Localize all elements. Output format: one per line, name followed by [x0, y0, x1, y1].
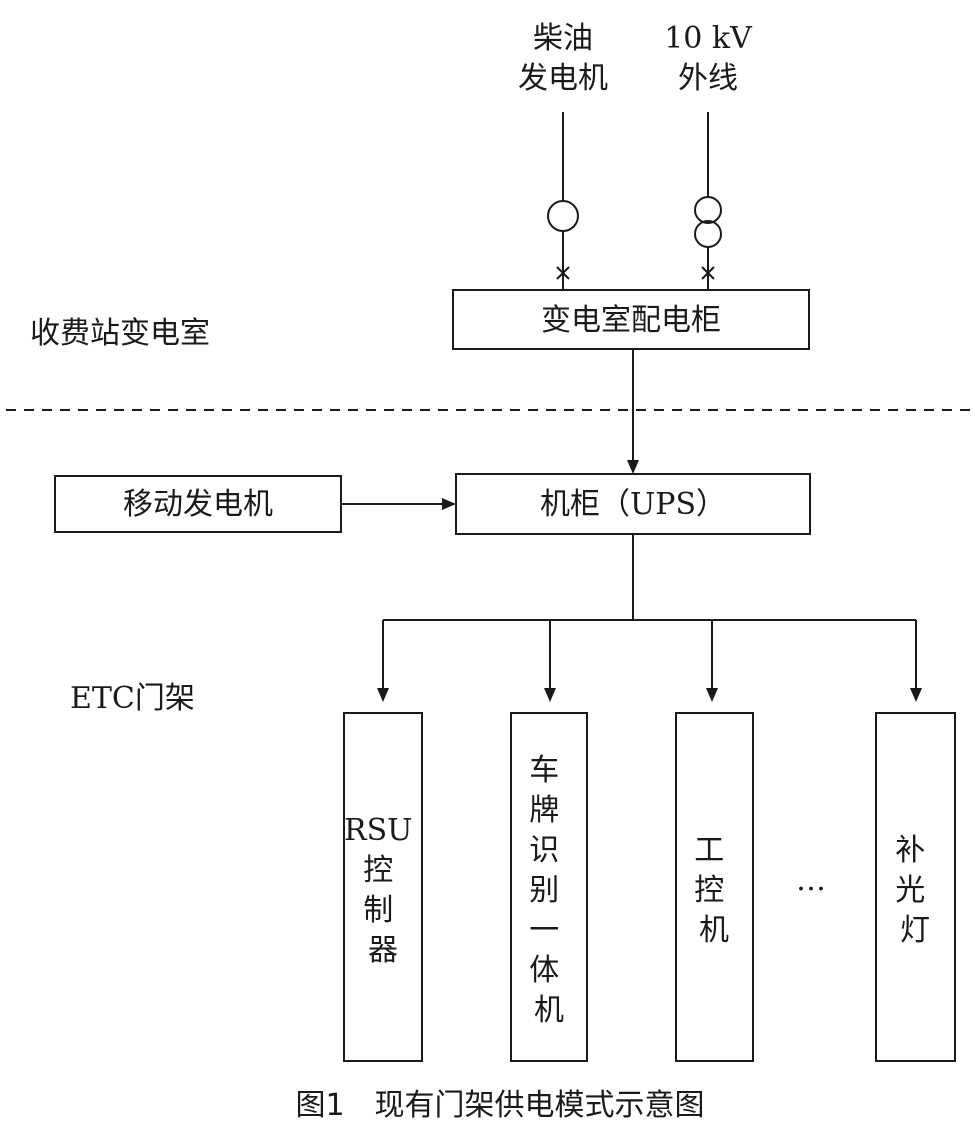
rsu-controller-label: RSU 控 制 器: [344, 813, 422, 968]
etc-gantry-label: ETC门架: [70, 681, 195, 716]
cabinet-to-ups-arrow: [627, 349, 639, 474]
breaker-symbol-right: [701, 266, 715, 280]
distribution-cabinet-label: 变电室配电柜: [541, 303, 721, 338]
fill-light-label-line1: 补: [895, 833, 925, 868]
industrial-pc-label-line2: 控: [694, 873, 724, 908]
arrowhead: [706, 688, 718, 702]
arrowhead: [442, 498, 456, 510]
diesel-generator-feeder: [547, 112, 579, 290]
distribution-bus: [383, 534, 916, 621]
mobile-generator-label: 移动发电机: [123, 487, 273, 522]
external-line-label-line1: 10 kV: [664, 21, 753, 56]
transformer-symbol: [694, 196, 722, 248]
plate-recognition-label-line4: 别: [529, 873, 559, 908]
rsu-controller-box: [343, 712, 423, 1062]
diesel-generator-label-line1: 柴油: [533, 21, 593, 56]
cabinet-ups-label: 机柜（UPS）: [540, 487, 726, 522]
plate-recognition-label: 车 牌 识 别 一 体 机: [529, 753, 569, 1028]
industrial-pc-box: [675, 712, 754, 1062]
industrial-pc-label-line1: 工: [694, 833, 724, 868]
diesel-generator-label-line2: 发电机: [518, 61, 608, 96]
breaker-symbol-left: [556, 266, 570, 280]
fill-light-label-line3: 灯: [900, 913, 930, 948]
rsu-controller-label-line3: 制: [363, 893, 393, 928]
plate-recognition-box: [510, 712, 588, 1062]
fill-light-box: [875, 712, 956, 1062]
branch-arrow-rsu: [377, 620, 389, 702]
industrial-pc-label: 工 控 机: [694, 833, 734, 948]
fill-light-label: 补 光 灯: [895, 833, 935, 948]
plate-recognition-label-line6: 体: [529, 953, 559, 988]
fill-light-label-line2: 光: [895, 873, 925, 908]
substation-room-label: 收费站变电室: [30, 316, 210, 351]
plate-recognition-label-line1: 车: [529, 753, 559, 788]
distribution-cabinet-box: [452, 289, 810, 350]
external-line-label-line2: 外线: [678, 61, 738, 96]
plate-recognition-label-line2: 牌: [529, 793, 559, 828]
plate-recognition-label-line5: 一: [529, 913, 559, 948]
generator-to-ups-arrow: [341, 498, 456, 510]
arrowhead: [910, 688, 922, 702]
generator-symbol: [547, 200, 579, 232]
external-line-feeder: [694, 112, 722, 290]
plate-recognition-label-line7: 机: [534, 993, 564, 1028]
arrowhead: [544, 688, 556, 702]
more-devices-ellipsis: …: [796, 863, 826, 898]
arrowhead: [377, 688, 389, 702]
rsu-controller-label-line4: 器: [368, 933, 398, 968]
industrial-pc-label-line3: 机: [699, 913, 729, 948]
branch-arrow-industrial-pc: [706, 620, 718, 702]
mobile-generator-box: [54, 475, 342, 533]
plate-recognition-label-line3: 识: [529, 833, 559, 868]
branch-arrow-plate-recognition: [544, 620, 556, 702]
rsu-controller-label-line1: RSU: [344, 813, 412, 848]
arrowhead: [627, 460, 639, 474]
branch-arrow-fill-light: [910, 620, 922, 702]
figure-caption: 图1 现有门架供电模式示意图: [295, 1088, 704, 1123]
rsu-controller-label-line2: 控: [363, 853, 393, 888]
